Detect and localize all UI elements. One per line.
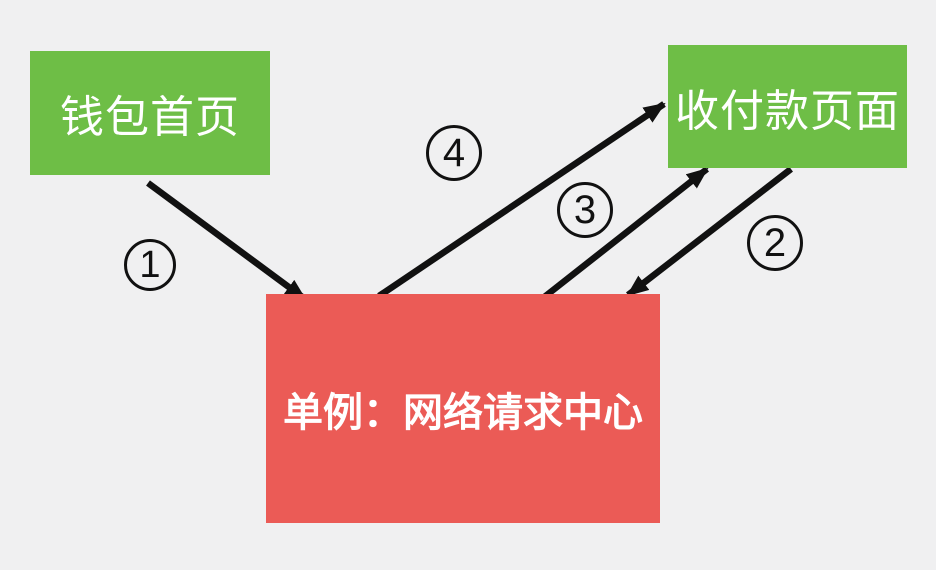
node-wallet-home-label: 钱包首页: [60, 93, 240, 142]
node-wallet-home: 钱包首页: [30, 51, 270, 175]
node-network-center-label: 单例：网络请求中心: [283, 390, 643, 435]
step-badge-2: 2: [747, 215, 803, 271]
arrow-step-3: [540, 166, 710, 301]
step-badge-1: 1: [124, 239, 176, 291]
node-payment-page: 收付款页面: [668, 45, 907, 168]
node-network-center: 单例：网络请求中心: [266, 294, 660, 523]
step-badge-2-number: 2: [763, 221, 787, 265]
step-badge-3-number: 3: [573, 188, 597, 232]
arrow-step-2: [626, 166, 793, 298]
node-payment-page-label: 收付款页面: [675, 86, 900, 136]
step-badge-4: 4: [426, 125, 482, 181]
step-badge-4-number: 4: [442, 131, 466, 175]
step-badge-3: 3: [557, 182, 613, 238]
arrow-step-1: [146, 180, 307, 302]
arrow-step-4: [377, 101, 666, 299]
step-badge-1-number: 1: [139, 244, 161, 286]
